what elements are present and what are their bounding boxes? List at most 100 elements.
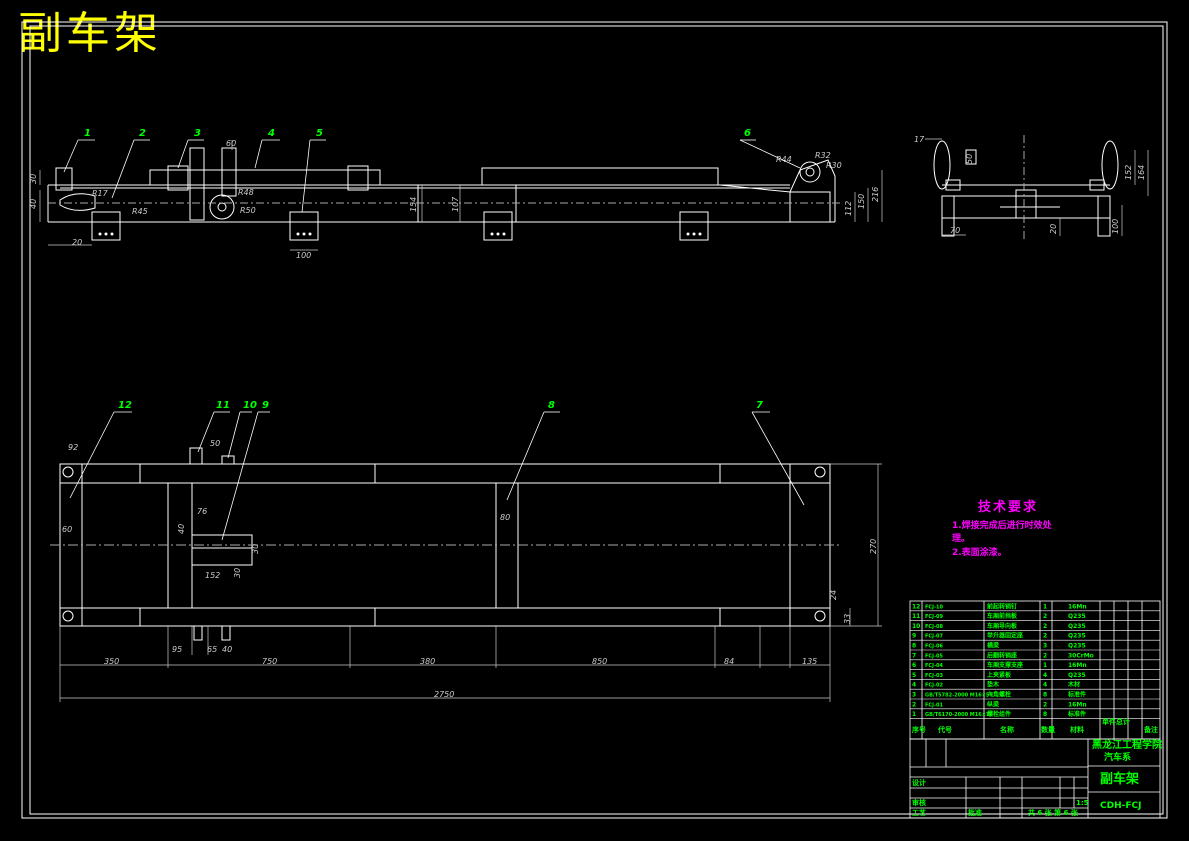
bom-cell: 2 bbox=[912, 701, 916, 708]
dim-r45: R45 bbox=[132, 207, 148, 216]
dim-100: 100 bbox=[296, 251, 311, 260]
bom-cell: 车厢前挡板 bbox=[987, 612, 1018, 620]
bom-cell: 六角螺栓 bbox=[987, 691, 1011, 699]
dim-r44: R44 bbox=[776, 155, 792, 164]
dim-50-plan: 50 bbox=[210, 439, 220, 448]
balloon-5: 5 bbox=[316, 128, 323, 139]
dim-135: 135 bbox=[802, 657, 817, 666]
dim-r50: R50 bbox=[240, 206, 256, 215]
bom-cell: 4 bbox=[1043, 672, 1047, 679]
plan-view-dims: 92 50 60 76 40 30 30 152 80 270 24 33 35… bbox=[62, 439, 878, 699]
bom-cell: 8 bbox=[912, 643, 916, 650]
bom-cell: 8 bbox=[1043, 711, 1047, 718]
bom-cell: 标准件 bbox=[1067, 691, 1086, 699]
bom-cell: FCJ-05 bbox=[925, 653, 943, 659]
dim-17: 17 bbox=[914, 135, 925, 144]
outer-frame bbox=[21, 21, 1168, 819]
dim-40-plan: 40 bbox=[177, 524, 186, 534]
tech-requirements-title: 技术要求 bbox=[978, 500, 1039, 515]
bom-cell: Q235 bbox=[1068, 633, 1086, 640]
drawing-code: CDH-FCJ bbox=[1100, 801, 1141, 811]
scale: 1:5 bbox=[1076, 799, 1089, 807]
bom-cell: Q235 bbox=[1068, 643, 1086, 650]
sheet-count: 共 6 张 第 6 张 bbox=[1028, 808, 1079, 817]
dim-33: 33 bbox=[843, 614, 852, 624]
dim-65: 65 bbox=[207, 645, 217, 654]
balloon-2: 2 bbox=[139, 128, 146, 139]
bom-cell: 4 bbox=[1043, 682, 1047, 689]
bom-header-material: 材料 bbox=[1069, 725, 1084, 734]
dept-name: 汽车系 bbox=[1104, 751, 1131, 763]
bom-cell: 纵梁 bbox=[987, 700, 999, 708]
bom-cell: 前起转销钉 bbox=[987, 602, 1017, 610]
bom-cell: 16Mn bbox=[1068, 662, 1087, 669]
dim-112: 112 bbox=[844, 201, 853, 216]
dim-100-side: 100 bbox=[1111, 219, 1120, 234]
bom-cell: 木材 bbox=[1067, 681, 1080, 689]
drawing-title: 副车架 bbox=[18, 8, 162, 59]
label-approve: 批准 bbox=[968, 808, 982, 817]
bom-cell: 8 bbox=[1043, 692, 1047, 699]
dim-30b-plan: 30 bbox=[233, 568, 242, 578]
dim-30: 30 bbox=[29, 174, 38, 184]
bom-cell: Q235 bbox=[1068, 623, 1086, 630]
balloon-4: 4 bbox=[267, 128, 275, 139]
dim-40b: 40 bbox=[222, 645, 232, 654]
dim-84: 84 bbox=[724, 657, 734, 666]
bom-cell: 螺栓组件 bbox=[987, 710, 1011, 718]
balloon-3: 3 bbox=[194, 128, 201, 139]
dim-30-plan: 30 bbox=[251, 544, 260, 554]
plan-view-leaders bbox=[69, 411, 805, 541]
bom-cell: 2 bbox=[1043, 652, 1047, 659]
dim-r30: R30 bbox=[826, 161, 842, 170]
title-block-grid bbox=[909, 738, 1161, 819]
bom-cell: FCJ-07 bbox=[925, 634, 943, 640]
bom-cell: FCJ-03 bbox=[925, 673, 943, 679]
dim-50: 50 bbox=[965, 154, 974, 164]
bom-cell: 9 bbox=[912, 633, 916, 640]
bom-cell: 标准件 bbox=[1067, 710, 1086, 718]
bom-cell: FCJ-09 bbox=[925, 614, 943, 620]
bom-cell: 后翻转销座 bbox=[987, 651, 1017, 659]
bom-cell: 30CrMo bbox=[1068, 652, 1094, 659]
bom-cell: 上夹紧板 bbox=[987, 671, 1012, 679]
dim-20: 20 bbox=[72, 238, 82, 247]
dim-2750: 2750 bbox=[434, 690, 454, 699]
side-view bbox=[933, 135, 1119, 240]
balloon-12: 12 bbox=[118, 400, 132, 411]
bom-cell: 3 bbox=[1043, 643, 1047, 650]
inner-frame bbox=[29, 25, 1164, 815]
bom-cell: 11 bbox=[912, 613, 920, 620]
bom-cell: 16Mn bbox=[1068, 701, 1087, 708]
dim-r48: R48 bbox=[238, 188, 254, 197]
tech-line-3: 2.表面涂漆。 bbox=[952, 548, 1007, 558]
dim-850: 850 bbox=[592, 657, 607, 666]
bom-cell: 4 bbox=[912, 682, 916, 689]
dim-70: 70 bbox=[950, 226, 960, 235]
dim-92: 92 bbox=[68, 443, 78, 452]
dim-76: 76 bbox=[197, 507, 207, 516]
bom-cell: 车厢导向板 bbox=[987, 622, 1018, 630]
balloon-9: 9 bbox=[262, 400, 269, 411]
school-name: 黑龙江工程学院 bbox=[1092, 738, 1162, 751]
bom-header-row: 序号 代号 名称 数量 材料 单件 总计 备注 bbox=[911, 717, 1158, 734]
dim-20-side: 20 bbox=[1049, 224, 1058, 234]
bom-cell: Q235 bbox=[1068, 613, 1086, 620]
bom-cell: 10 bbox=[912, 623, 920, 630]
bom-header-name: 名称 bbox=[1000, 725, 1014, 734]
dim-24: 24 bbox=[829, 590, 838, 600]
bom-cell: 举升器固定座 bbox=[986, 632, 1023, 640]
bom-cell: Q235 bbox=[1068, 672, 1086, 679]
bom-cell: 车厢支撑支座 bbox=[987, 661, 1023, 669]
bom-cell: 1 bbox=[912, 711, 916, 718]
dim-216: 216 bbox=[871, 187, 880, 202]
bom-cell: 3 bbox=[912, 692, 916, 699]
bom-cell: 5 bbox=[912, 672, 916, 679]
plan-view-dim-lines bbox=[59, 463, 882, 702]
dim-40: 40 bbox=[29, 199, 38, 209]
bom-cell: FCJ-01 bbox=[925, 702, 943, 708]
dim-60: 60 bbox=[226, 139, 236, 148]
bom-cell: 6 bbox=[912, 662, 916, 669]
bom-header-unit: 单件 bbox=[1102, 717, 1116, 726]
